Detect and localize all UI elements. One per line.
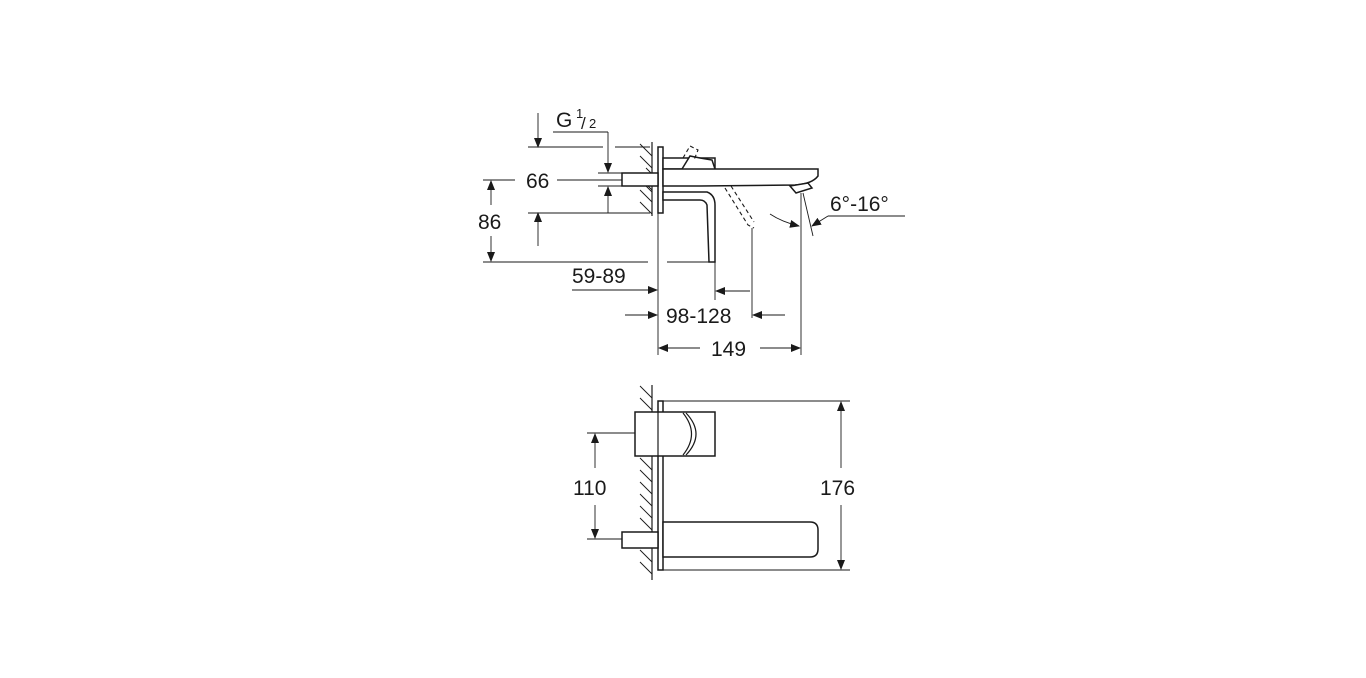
- spout: [662, 521, 819, 558]
- dimension-66: 66: [526, 113, 650, 246]
- wall-plate: [657, 400, 664, 571]
- svg-text:2: 2: [589, 116, 596, 131]
- dimension-110: 110: [573, 432, 635, 540]
- dimension-98-128: 98-128: [625, 213, 785, 355]
- dim-98-128-label: 98-128: [666, 305, 731, 328]
- dim-angle-label: 6°-16°: [830, 193, 889, 216]
- lever-handle: [634, 411, 716, 457]
- dim-86-label: 86: [478, 211, 501, 234]
- front-view: 110 176: [573, 385, 855, 580]
- dimension-86: 86: [478, 179, 712, 263]
- dimension-149: 149: [658, 193, 802, 361]
- spout: [662, 168, 819, 194]
- dimension-thread: G 1 / 2: [553, 106, 612, 173]
- dim-110-label: 110: [573, 477, 606, 500]
- dim-59-89-label: 59-89: [572, 265, 626, 288]
- inlet-pipe: [621, 172, 659, 187]
- aerator: [788, 182, 814, 194]
- dimension-59-89: 59-89: [572, 265, 658, 294]
- svg-text:1: 1: [576, 106, 583, 121]
- dimension-angle: 6°-16°: [769, 192, 905, 237]
- svg-text:/: /: [581, 114, 586, 133]
- dim-66-label: 66: [526, 170, 549, 193]
- lever-body: [662, 145, 755, 263]
- dimension-176: 176: [663, 400, 855, 571]
- dim-176-label: 176: [820, 477, 855, 500]
- inlet-pipe: [621, 531, 659, 549]
- side-view: G 1 / 2 66 86 59-89: [478, 106, 905, 361]
- dim-149-label: 149: [711, 338, 746, 361]
- thread-label: G: [556, 109, 572, 132]
